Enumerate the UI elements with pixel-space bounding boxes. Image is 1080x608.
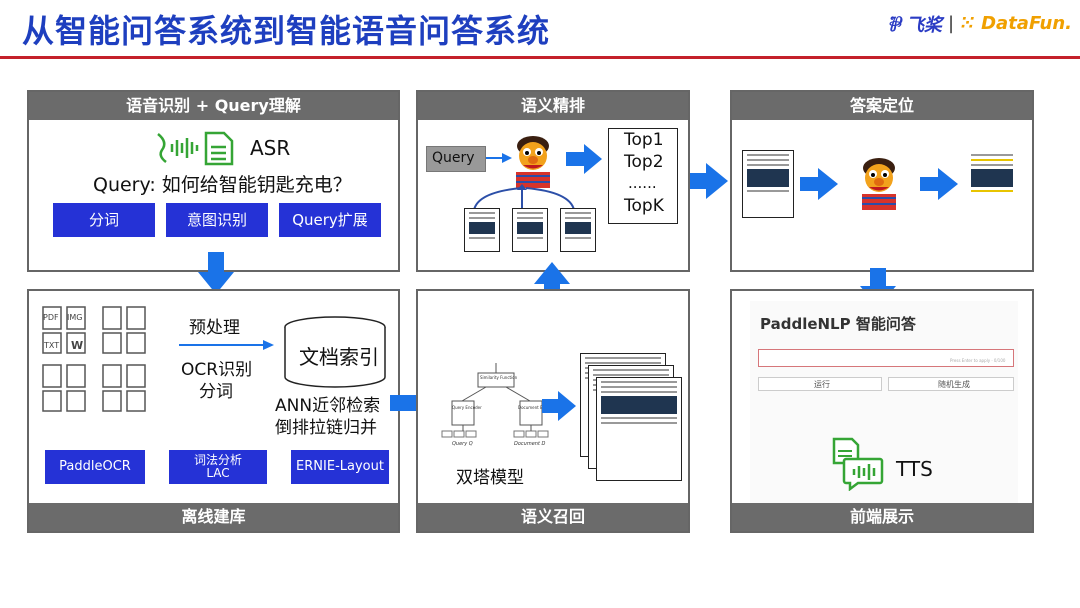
datafun-logo-icon: ⁙ [960,13,976,34]
panel-rerank: 语义精排 Query Top1 Top2 ...... TopK [416,90,690,272]
locate-doc-answer [966,150,1018,218]
panel-recall-bar: 语义召回 [418,503,688,531]
frontend-run-button [758,377,882,391]
topk-item-2: Top2 [624,152,664,172]
panel-offline-bar: 离线建库 [29,503,398,531]
step-ocr: OCR识别 [181,360,253,380]
doc-to-model-arrows [473,184,575,211]
frontend-query-input [758,349,1014,367]
query-box-label: Query [432,150,475,166]
dual-tower-diagram [441,363,549,438]
paddle-logo-text: 飞桨 [905,14,942,36]
tower-query-encoder-label: Query Encoder [452,405,482,410]
page-title: 从智能问答系统到智能语音问答系统 [22,12,551,50]
rerank-doc-3 [560,208,596,252]
file-pdf-label: PDF [43,313,59,322]
topk-item-1: Top1 [624,130,664,150]
file-txt-label: TXT [44,341,60,350]
frontend-random-label: 随机生成 [938,380,970,389]
logo-separator: | [947,13,955,34]
segment-button: 分词 [53,203,155,237]
database-label: 文档索引 [299,345,379,369]
recall-doc-3 [596,377,682,481]
tower-query-sub: Query Q [452,441,473,447]
asr-label: ASR [250,136,291,160]
panel-offline: PDF IMG TXT W 预处理 OCR识别 分词 文档索引 ANN近邻检索 … [27,289,400,533]
tower-doc-sub: Document D [514,441,546,447]
step-preprocess: 预处理 [189,318,240,338]
ernie-layout-button: ERNIE-Layout [291,450,389,484]
panel-rerank-bar: 语义精排 [418,92,688,120]
file-icons-group [42,306,146,412]
step-ann: ANN近邻检索 [275,396,381,416]
topk-box [608,128,678,224]
arrow-model-to-topk [566,144,602,174]
tower-similarity-label: Similarity Function [480,375,518,380]
step-inverted: 倒排拉链归并 [275,418,377,438]
datafun-logo-text: DataFun. [981,13,1072,34]
file-img-label: IMG [67,313,83,322]
panel-locate-bar: 答案定位 [732,92,1032,120]
panel-asr-bar: 语音识别 + Query理解 [29,92,398,120]
panel-asr: 语音识别 + Query理解 ASR Query: 如何给智能钥匙充电？ 分词 … [27,90,400,272]
brand-logos: ⅌ 飞桨 | ⁙ DataFun. [887,10,1072,37]
frontend-app-screenshot [750,301,1018,503]
ranker-avatar-icon [516,136,550,188]
dual-tower-label: 双塔模型 [456,468,524,488]
tts-label: TTS [896,457,933,481]
paddleocr-button: PaddleOCR [45,450,145,484]
query-text: Query: 如何给智能钥匙充电？ [93,174,352,196]
arrow-preprocess [179,340,274,350]
query-expand-button: Query扩展 [279,203,381,237]
frontend-random-button [888,377,1014,391]
arrow-model-to-answer [920,168,958,200]
title-rule [0,56,1080,59]
topk-item-k: TopK [624,196,664,216]
file-word-label: W [71,339,84,352]
frontend-input-hint: Press Enter to apply · 0/100 [950,358,1006,363]
arrow-right-rerank [690,163,728,199]
frontend-run-label: 运行 [814,380,830,389]
tts-icon [832,437,884,491]
arrow-doc-to-model [800,168,838,200]
panel-frontend-bar: 前端展示 [732,503,1032,531]
panel-locate: 答案定位 [730,90,1034,272]
rerank-doc-2 [512,208,548,252]
frontend-app-title: PaddleNLP 智能问答 [760,315,916,333]
voice-doc-icon [157,131,234,166]
topk-item-ellipsis: ...... [628,174,657,192]
arrow-query-to-model [486,153,512,163]
tower-doc-encoder-label: Document Encoder [518,405,557,410]
query-box [426,146,486,172]
paddle-logo-icon: ⅌ [886,12,900,36]
database-icon [284,316,386,388]
panel-frontend: PaddleNLP 智能问答 Press Enter to apply · 0/… [730,289,1034,533]
rerank-doc-1 [464,208,500,252]
locate-doc-input [742,150,794,218]
lac-button: 词法分析 LAC [169,450,267,484]
arrow-tower-to-docs [542,391,576,421]
intent-button: 意图识别 [166,203,268,237]
step-segment: 分词 [199,382,233,402]
panel-recall: Similarity Function Query Encoder Docume… [416,289,690,533]
arrow-down-1 [198,252,234,294]
locator-avatar-icon [862,158,896,210]
